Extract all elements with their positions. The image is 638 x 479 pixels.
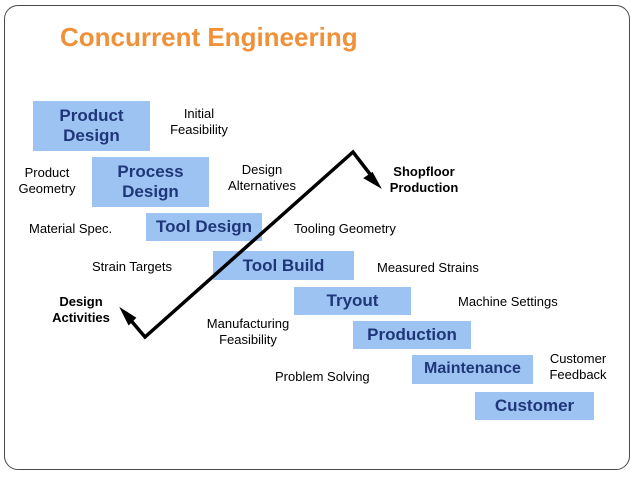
label-tooling-geometry: Tooling Geometry — [294, 221, 396, 236]
label-machine-settings: Machine Settings — [458, 294, 558, 309]
label-material-spec: Material Spec. — [29, 221, 113, 236]
stage-customer: Customer — [475, 392, 594, 420]
stage-production: Production — [353, 321, 471, 349]
label-manufacturing-feasibility: Manufacturing Feasibility — [206, 316, 290, 348]
slide-title: Concurrent Engineering — [60, 22, 358, 52]
label-measured-strains: Measured Strains — [377, 260, 479, 275]
label-product-geometry: Product Geometry — [18, 165, 76, 197]
label-initial-feasibility: Initial Feasibility — [170, 106, 228, 138]
stage-maintenance: Maintenance — [412, 355, 533, 384]
label-shopfloor-production: Shopfloor Production — [389, 164, 459, 196]
arrow-head-design-activities — [119, 306, 137, 326]
stage-tryout: Tryout — [294, 287, 411, 315]
flow-arrow-line — [126, 149, 375, 340]
stage-process-design: Process Design — [92, 157, 209, 207]
label-problem-solving: Problem Solving — [275, 369, 370, 384]
label-customer-feedback: Customer Feedback — [549, 351, 607, 383]
arrow-head-shopfloor-production — [363, 171, 382, 190]
stage-tool-design: Tool Design — [146, 213, 262, 241]
stage-product-design: Product Design — [33, 101, 150, 151]
label-strain-targets: Strain Targets — [92, 259, 172, 274]
label-design-alternatives: Design Alternatives — [228, 162, 296, 194]
label-design-activities: Design Activities — [52, 294, 110, 326]
